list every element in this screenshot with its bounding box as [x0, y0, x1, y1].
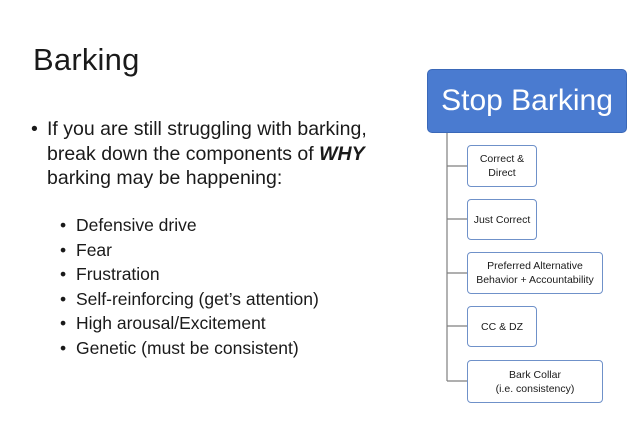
org-chart-root-box: Stop Barking	[427, 69, 627, 133]
child-box-line1: CC & DZ	[481, 320, 523, 333]
bullet-dot: •	[60, 215, 67, 235]
main-bullet: • If you are still struggling with barki…	[31, 117, 371, 191]
child-box-line1: Correct &	[479, 153, 525, 165]
bullet-dot: •	[60, 288, 67, 309]
sub-bullet-text: Self-reinforcing (get’s attention)	[76, 288, 319, 309]
org-chart-child-box: Preferred Alternative Behavior + Account…	[467, 252, 603, 294]
main-bullet-text-before: If you are still struggling with barking…	[47, 118, 367, 165]
bullet-dot: •	[60, 313, 67, 333]
main-bullet-text-after: barking may be happening:	[47, 167, 283, 189]
bullet-dot: •	[60, 337, 67, 358]
org-chart-child-box: Bark Collar (i.e. consistency)	[467, 360, 603, 403]
bullet-dot: •	[31, 118, 38, 140]
child-box-line1: Bark Collar	[509, 368, 561, 381]
sub-bullet-item: • Frustration	[60, 262, 319, 287]
org-chart-child-box: CC & DZ	[467, 306, 537, 347]
sub-bullet-item: • Self-reinforcing (get’s attention)	[60, 287, 319, 312]
main-bullet-text: If you are still struggling with barking…	[31, 117, 371, 191]
org-chart-child-box: Just Correct	[467, 199, 537, 240]
slide-title: Barking	[33, 42, 140, 77]
sub-bullet-text: Genetic (must be consistent)	[76, 337, 299, 358]
sub-bullet-list: • Defensive drive • Fear • Frustration • Sel…	[60, 213, 319, 360]
child-box-line2: Direct	[488, 167, 516, 179]
sub-bullet-text: High arousal/Excitement	[76, 313, 266, 333]
child-box-line1: Just Correct	[473, 213, 531, 226]
sub-bullet-item: • Genetic (must be consistent)	[60, 336, 319, 361]
sub-bullet-text: Frustration	[76, 264, 160, 284]
bullet-dot: •	[60, 239, 67, 260]
bullet-dot: •	[60, 264, 67, 284]
main-bullet-emphasis: WHY	[319, 142, 365, 165]
child-box-line1: Preferred Alternative	[487, 260, 583, 272]
sub-bullet-text: Defensive drive	[76, 215, 197, 235]
org-chart-child-box: Correct & Direct	[467, 145, 537, 187]
child-box-line2: Behavior + Accountability	[476, 274, 594, 286]
sub-bullet-item: • High arousal/Excitement	[60, 311, 319, 336]
sub-bullet-item: • Defensive drive	[60, 213, 319, 238]
sub-bullet-item: • Fear	[60, 238, 319, 263]
child-box-line2: (i.e. consistency)	[495, 382, 575, 395]
sub-bullet-text: Fear	[76, 239, 112, 260]
